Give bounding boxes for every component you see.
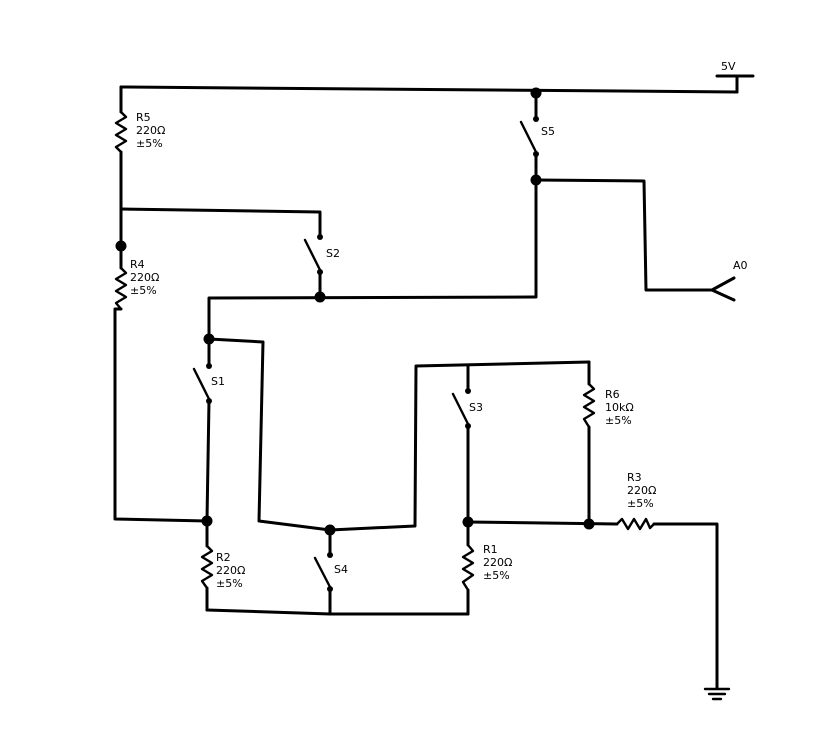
- r1-name: R1: [483, 543, 498, 556]
- switch-s1-lever: [192, 367, 211, 401]
- switch-s1: [192, 363, 212, 404]
- switch-s3-lever: [451, 392, 470, 426]
- resistor-r6-zigzag: [582, 382, 596, 429]
- wire-mid-bus: [207, 295, 537, 341]
- switch-s4-contact-top: [327, 552, 333, 558]
- r2-tolerance: ±5%: [216, 577, 243, 590]
- r3-name: R3: [627, 471, 642, 484]
- junction-s2-bus: [314, 291, 326, 303]
- r3-value: 220Ω: [627, 484, 656, 497]
- wires: [113, 74, 739, 690]
- wire-s4-loop: [207, 337, 591, 532]
- switch-s5-contact-bottom: [533, 151, 539, 157]
- switch-s2-lever: [303, 238, 322, 272]
- label-r4: R4 220Ω ±5%: [130, 258, 159, 297]
- switch-s4: [313, 552, 333, 592]
- switch-s1-contact-bottom: [206, 398, 212, 404]
- r5-value: 220Ω: [136, 124, 165, 137]
- resistor-r4-zigzag: [114, 266, 128, 311]
- r2-name: R2: [216, 551, 231, 564]
- resistor-r4: [114, 266, 128, 311]
- wire-r3-ground: [652, 522, 719, 690]
- s2-label: S2: [326, 247, 340, 260]
- r1-value: 220Ω: [483, 556, 512, 569]
- resistor-r3-zigzag: [615, 517, 656, 531]
- r5-tolerance: ±5%: [136, 137, 163, 150]
- output-a0-arrow: [710, 276, 736, 302]
- wire-a0: [534, 178, 714, 292]
- resistor-r6: [582, 382, 596, 429]
- label-r1: R1 220Ω ±5%: [483, 543, 512, 582]
- supply-5v-label: 5V: [721, 60, 736, 73]
- s1-label: S1: [211, 375, 225, 388]
- s4-label: S4: [334, 563, 348, 576]
- resistor-r5-zigzag: [114, 110, 128, 154]
- r6-tolerance: ±5%: [605, 414, 632, 427]
- wire-5v-rail: [119, 85, 739, 94]
- wire-s2-top: [119, 207, 322, 239]
- resistor-r2-zigzag: [200, 544, 214, 590]
- s5-label: S5: [541, 125, 555, 138]
- switch-s5: [519, 116, 539, 157]
- label-r3: R3 220Ω ±5%: [627, 471, 656, 510]
- junction-s4-top: [324, 524, 336, 536]
- resistor-r2: [200, 544, 214, 590]
- ground-symbol: [703, 687, 731, 701]
- switch-s4-lever: [313, 556, 332, 589]
- junction-s1-r2: [201, 515, 213, 527]
- wire-s1-bottom: [205, 399, 211, 522]
- junction-5v-s5: [530, 87, 542, 99]
- resistor-r5: [114, 110, 128, 154]
- label-r2: R2 220Ω ±5%: [216, 551, 245, 590]
- r4-name: R4: [130, 258, 145, 271]
- switch-s5-lever: [519, 120, 538, 154]
- switch-s4-contact-bottom: [327, 586, 333, 592]
- resistor-r1-zigzag: [461, 543, 475, 592]
- output-a0-label: A0: [733, 259, 748, 272]
- r6-name: R6: [605, 388, 620, 401]
- switch-s2-contact-bottom: [317, 269, 323, 275]
- r4-tolerance: ±5%: [130, 284, 157, 297]
- junction-r6-r3: [583, 518, 595, 530]
- switch-s3-contact-top: [465, 388, 471, 394]
- junction-r5-r4: [115, 240, 127, 252]
- junction-s5-a0: [530, 174, 542, 186]
- wire-node-r3: [466, 520, 619, 526]
- supply-5v: 5V: [715, 60, 755, 78]
- r3-tolerance: ±5%: [627, 497, 654, 510]
- r4-value: 220Ω: [130, 271, 159, 284]
- switch-s2-contact-top: [317, 234, 323, 240]
- r1-tolerance: ±5%: [483, 569, 510, 582]
- junction-s1-top: [203, 333, 215, 345]
- wire-bottom-bus: [205, 608, 470, 616]
- r5-name: R5: [136, 111, 151, 124]
- label-r6: R6 10kΩ ±5%: [605, 388, 634, 427]
- switch-s5-contact-top: [533, 116, 539, 122]
- switch-s3: [451, 388, 471, 429]
- switch-s2: [303, 234, 323, 275]
- r6-value: 10kΩ: [605, 401, 634, 414]
- output-a0: A0: [710, 259, 748, 302]
- switch-s1-contact-top: [206, 363, 212, 369]
- switch-s3-contact-bottom: [465, 423, 471, 429]
- s3-label: S3: [469, 401, 483, 414]
- resistor-r3: [615, 517, 656, 531]
- wire-r4-bottom: [113, 307, 209, 523]
- label-r5: R5 220Ω ±5%: [136, 111, 165, 150]
- r2-value: 220Ω: [216, 564, 245, 577]
- junctions: [115, 87, 595, 536]
- junction-s3-r1: [462, 516, 474, 528]
- resistor-r1: [461, 543, 475, 592]
